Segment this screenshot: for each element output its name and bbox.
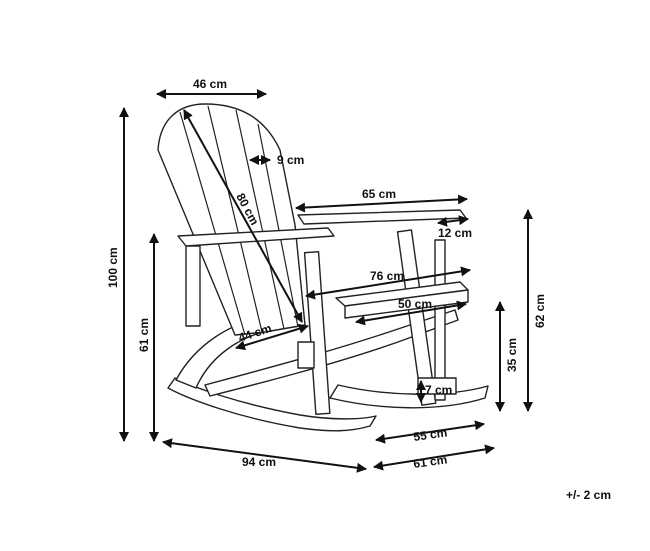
label-seat-depth: 50 cm <box>398 297 432 311</box>
label-total-width: 61 cm <box>412 452 448 471</box>
dim-line-total-width <box>373 444 495 471</box>
dim-line-armrest-width <box>437 215 469 227</box>
rear-leg <box>303 251 331 415</box>
dim-line-total-depth <box>162 438 367 473</box>
label-front-height: 62 cm <box>533 294 547 328</box>
dim-line-back-length <box>183 109 303 323</box>
label-armrest-width: 12 cm <box>438 226 472 240</box>
dim-line-seat-width <box>305 266 471 300</box>
backrest <box>157 103 306 336</box>
dim-line-rocker-front <box>375 420 485 444</box>
dimension-labels: 46 cm 9 cm 80 cm 65 cm 12 cm 100 cm 61 c… <box>106 77 547 471</box>
front-support <box>434 239 446 401</box>
label-slat-gap: 9 cm <box>277 153 304 167</box>
dimension-lines <box>119 89 533 473</box>
dim-line-armrest-length <box>295 194 468 213</box>
dim-line-back-depth <box>235 323 309 351</box>
rear-rocker <box>167 377 377 432</box>
label-total-depth: 94 cm <box>242 455 276 469</box>
label-seat-height: 35 cm <box>505 338 519 372</box>
tolerance-note: +/- 2 cm <box>566 488 612 502</box>
label-rocker-height: 7 cm <box>425 383 452 397</box>
label-back-width: 46 cm <box>193 77 227 91</box>
dim-line-seat-depth <box>355 300 467 326</box>
left-arm-front-post <box>185 245 201 327</box>
label-seat-width: 76 cm <box>370 269 404 283</box>
label-arm-height: 61 cm <box>137 318 151 352</box>
bolt-bracket <box>297 341 315 369</box>
label-armrest-length: 65 cm <box>362 187 396 201</box>
label-rocker-front: 55 cm <box>412 425 448 444</box>
front-rocker <box>329 384 489 409</box>
label-total-height: 100 cm <box>106 247 120 288</box>
